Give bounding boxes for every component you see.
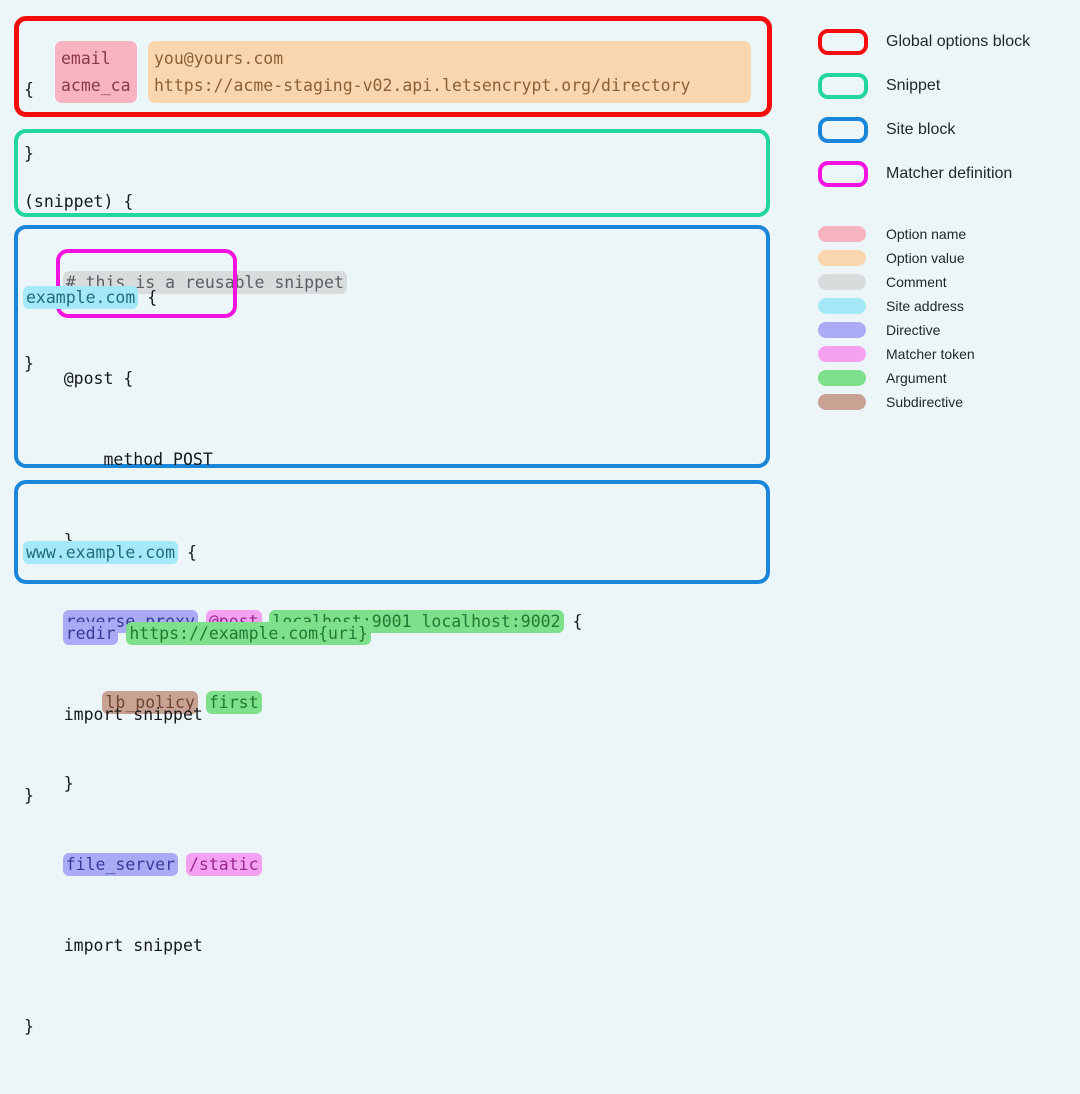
color-swatch-icon: [818, 322, 866, 338]
site-address-token-www: www.example.com: [23, 541, 179, 564]
site-open-brace-www: {: [186, 543, 197, 562]
matcher-name: @post: [63, 369, 114, 388]
matcher-body: method POST: [103, 450, 213, 469]
legend-panel: Global options block Snippet Site block …: [800, 0, 1080, 593]
legend-label: Option name: [886, 226, 967, 242]
option-value-email: you@yours.com: [154, 49, 284, 68]
outline-swatch-icon: [818, 29, 868, 55]
snippet-block-outline: [14, 129, 770, 217]
color-swatch-icon: [818, 394, 866, 410]
legend-item-snippet: Snippet: [818, 64, 1030, 108]
site-block-outline-example: [14, 225, 770, 468]
legend-label: Comment: [886, 274, 947, 290]
option-name-column: email acme_ca: [55, 41, 137, 103]
matcher-close-line: }: [24, 527, 582, 554]
matcher-definition-outline: [56, 249, 237, 318]
legend-label: Global options block: [886, 33, 1031, 50]
legend-item-site-address: Site address: [818, 294, 975, 318]
site-address-line-www: www.example.com {: [23, 539, 370, 566]
site-close-brace-www: }: [24, 786, 34, 805]
legend-item-subdirective: Subdirective: [818, 390, 975, 414]
redir-line: redir https://example.com{uri}: [24, 620, 371, 647]
snippet-close-brace: }: [24, 354, 34, 373]
import-line-example: import snippet: [24, 932, 582, 959]
snippet-header: (snippet) {: [24, 192, 134, 211]
legend-item-option-name: Option name: [818, 222, 975, 246]
legend-item-site-block: Site block: [818, 108, 1030, 152]
legend-swatch-list: Option name Option value Comment Site ad…: [818, 222, 975, 414]
site-block-code-www: www.example.com { redir https://example.…: [23, 485, 371, 863]
global-options-block-outline: [14, 16, 772, 117]
legend-item-comment: Comment: [818, 270, 975, 294]
legend-item-argument: Argument: [818, 366, 975, 390]
matcher-header-line: @post {: [24, 365, 582, 392]
option-name-email: email: [61, 49, 111, 68]
directive-open-brace: {: [572, 612, 583, 631]
legend-label: Directive: [886, 322, 941, 338]
legend-item-directive: Directive: [818, 318, 975, 342]
global-close-brace-line: }: [24, 86, 84, 221]
color-swatch-icon: [818, 298, 866, 314]
legend-label: Snippet: [886, 77, 941, 94]
legend-item-matcher-definition: Matcher definition: [818, 152, 1030, 196]
matcher-body-line: method POST: [24, 446, 582, 473]
legend-label: Subdirective: [886, 394, 964, 410]
legend-item-option-value: Option value: [818, 246, 975, 270]
legend-label: Site block: [886, 121, 956, 138]
option-value-column: you@yours.com https://acme-staging-v02.ap…: [148, 41, 751, 103]
outline-swatch-icon: [818, 117, 868, 143]
legend-item-global-options-block: Global options block: [818, 20, 1030, 64]
site-block-outline-www: [14, 480, 770, 584]
global-options-code: {: [24, 22, 84, 157]
legend-label: Matcher definition: [886, 165, 1013, 182]
site-address-token: example.com: [23, 286, 139, 309]
global-close-brace: }: [24, 144, 34, 163]
caddyfile-syntax-diagram: { email acme_ca you@yours.com https://acme…: [0, 0, 1080, 1036]
directive-redir: redir: [62, 622, 119, 645]
code-column: { email acme_ca you@yours.com https://acme…: [0, 0, 790, 1036]
outline-swatch-icon: [818, 161, 868, 187]
legend-label: Matcher token: [886, 346, 975, 362]
site-open-brace: {: [147, 288, 158, 307]
option-value-acme-ca: https://acme-staging-v02.api.letsencrypt…: [154, 76, 691, 95]
color-swatch-icon: [818, 274, 866, 290]
legend-label: Option value: [886, 250, 965, 266]
option-name-acme-ca: acme_ca: [61, 76, 131, 95]
color-swatch-icon: [818, 370, 866, 386]
color-swatch-icon: [818, 226, 866, 242]
redir-argument: https://example.com{uri}: [126, 622, 371, 645]
outline-swatch-icon: [818, 73, 868, 99]
legend-label: Argument: [886, 370, 947, 386]
matcher-open-brace: {: [123, 369, 134, 388]
site-close-brace-example: }: [24, 1017, 34, 1036]
import-line-www: import snippet: [24, 701, 370, 728]
matcher-close-brace: }: [64, 531, 74, 550]
legend-outline-list: Global options block Snippet Site block …: [818, 20, 1030, 196]
site-address-line: example.com {: [23, 284, 582, 311]
import-statement: import snippet: [63, 936, 203, 955]
legend-label: Site address: [886, 298, 964, 314]
global-open-brace: {: [24, 80, 34, 99]
color-swatch-icon: [818, 250, 866, 266]
import-statement-www: import snippet: [63, 705, 203, 724]
legend-item-matcher-token: Matcher token: [818, 342, 975, 366]
color-swatch-icon: [818, 346, 866, 362]
